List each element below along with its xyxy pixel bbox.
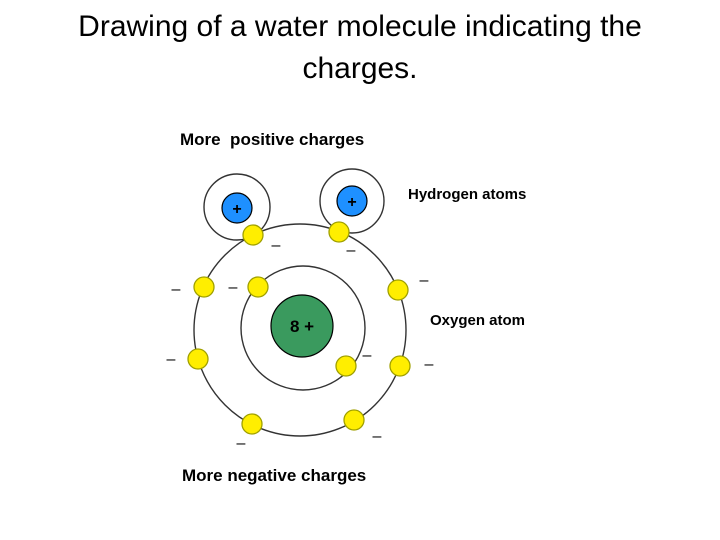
- electron: [187, 348, 209, 370]
- negative-sign: –: [363, 347, 372, 364]
- negative-sign: –: [347, 242, 356, 259]
- electron: [387, 279, 409, 301]
- nucleus-label: 8 +: [290, 317, 314, 336]
- negative-sign: –: [237, 435, 246, 452]
- oxygen-outer-shell: [193, 223, 407, 437]
- oxygen-inner-shell: [240, 265, 366, 391]
- hydrogen-shell-right: [319, 168, 385, 234]
- oxygen-nucleus: 8 +: [270, 294, 334, 358]
- oxygen-label: Oxygen atom: [430, 312, 525, 329]
- electron: [343, 409, 365, 431]
- top-label: More positive charges: [180, 130, 364, 149]
- negative-sign: –: [172, 281, 181, 298]
- negative-sign: –: [425, 356, 434, 373]
- negative-sign: –: [167, 351, 176, 368]
- electron: [241, 413, 263, 435]
- bottom-label: More negative charges: [182, 466, 366, 485]
- proton-symbol: +: [347, 194, 356, 211]
- negative-sign: –: [373, 428, 382, 445]
- slide-title: Drawing of a water molecule indicating t…: [78, 10, 642, 85]
- negative-sign: –: [420, 272, 429, 289]
- proton-symbol: +: [232, 201, 241, 218]
- hydrogen-shell-left: [203, 173, 271, 241]
- hydrogen-proton-right: +: [336, 185, 368, 217]
- negative-sign: –: [229, 279, 238, 296]
- electron: [193, 276, 215, 298]
- electron: [328, 221, 350, 243]
- hydrogen-label: Hydrogen atoms: [408, 186, 526, 203]
- electron: [247, 276, 269, 298]
- electron: [242, 224, 264, 246]
- negative-sign: –: [272, 237, 281, 254]
- electron: [335, 355, 357, 377]
- hydrogen-proton-left: +: [221, 192, 253, 224]
- electron: [389, 355, 411, 377]
